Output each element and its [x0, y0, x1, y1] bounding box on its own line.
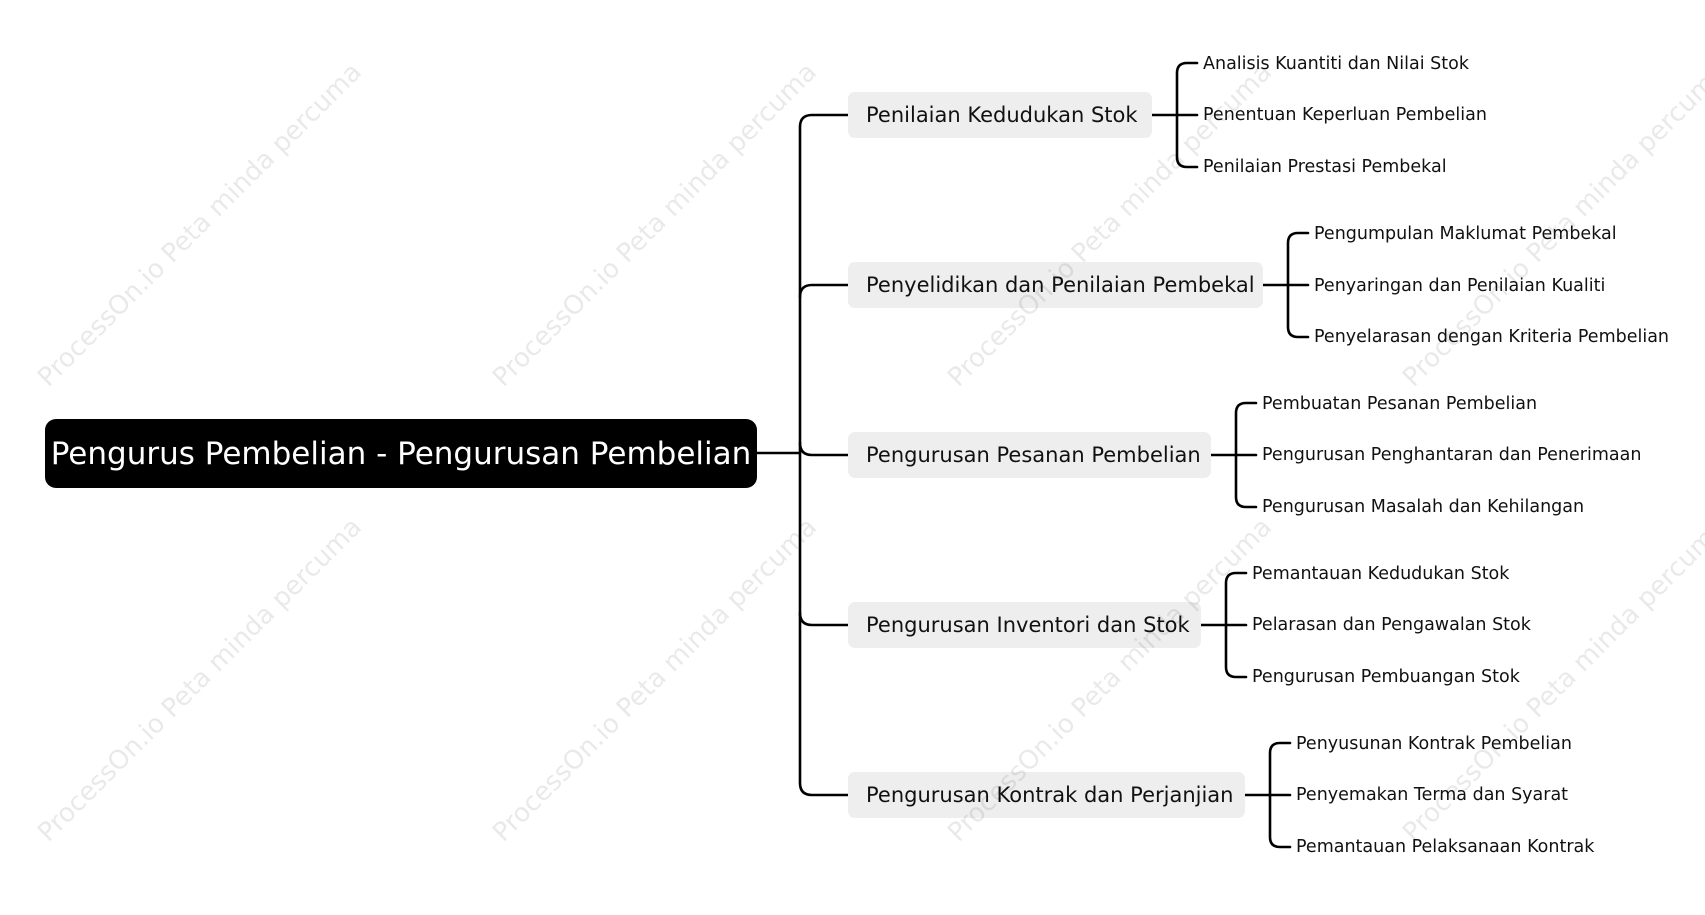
leaf-topic[interactable]: Penyelarasan dengan Kriteria Pembelian: [1314, 327, 1670, 347]
leaf-topic[interactable]: Pemantauan Pelaksanaan Kontrak: [1296, 837, 1595, 857]
branch-topic-pengurusan-inventori-dan-stok[interactable]: Pengurusan Inventori dan Stok: [848, 602, 1201, 648]
leaf-topic[interactable]: Penentuan Keperluan Pembelian: [1203, 105, 1487, 125]
leaf-bracket-line: [1234, 401, 1258, 509]
root-topic[interactable]: Pengurus Pembelian - Pengurusan Pembelia…: [45, 419, 757, 488]
leaf-bracket-line: [1268, 741, 1292, 849]
branch-topic-label: Pengurusan Inventori dan Stok: [866, 613, 1190, 637]
leaf-topic[interactable]: Pemantauan Kedudukan Stok: [1252, 564, 1510, 584]
branch-connector-line: [798, 283, 850, 299]
branch-topic-label: Pengurusan Kontrak dan Perjanjian: [866, 783, 1234, 807]
root-topic-label: Pengurus Pembelian - Pengurusan Pembelia…: [50, 435, 752, 472]
leaf-topic[interactable]: Pengumpulan Maklumat Pembekal: [1314, 224, 1617, 244]
branch-topic-penyelidikan-dan-penilaian-pembekal[interactable]: Penyelidikan dan Penilaian Pembekal: [848, 262, 1263, 308]
branch-connector-line: [798, 611, 850, 627]
branch-topic-label: Pengurusan Pesanan Pembelian: [866, 443, 1201, 467]
leaf-topic[interactable]: Analisis Kuantiti dan Nilai Stok: [1203, 54, 1469, 74]
leaf-topic[interactable]: Pengurusan Pembuangan Stok: [1252, 667, 1520, 687]
trunk-connector-line: [798, 113, 850, 797]
leaf-bracket-line: [1286, 231, 1310, 339]
leaf-bracket-line: [1175, 61, 1199, 169]
leaf-topic[interactable]: Pelarasan dan Pengawalan Stok: [1252, 615, 1531, 635]
branch-topic-penilaian-kedudukan-stok[interactable]: Penilaian Kedudukan Stok: [848, 92, 1152, 138]
branch-topic-pengurusan-kontrak-dan-perjanjian[interactable]: Pengurusan Kontrak dan Perjanjian: [848, 772, 1245, 818]
leaf-topic[interactable]: Penyusunan Kontrak Pembelian: [1296, 734, 1572, 754]
leaf-topic[interactable]: Penilaian Prestasi Pembekal: [1203, 157, 1447, 177]
leaf-bracket-line: [1224, 571, 1248, 679]
leaf-topic[interactable]: Pengurusan Penghantaran dan Penerimaan: [1262, 445, 1642, 465]
branch-topic-pengurusan-pesanan-pembelian[interactable]: Pengurusan Pesanan Pembelian: [848, 432, 1211, 478]
leaf-topic[interactable]: Penyemakan Terma dan Syarat: [1296, 785, 1569, 805]
branch-topic-label: Penilaian Kedudukan Stok: [866, 103, 1138, 127]
leaf-topic[interactable]: Pembuatan Pesanan Pembelian: [1262, 394, 1538, 414]
branch-topic-label: Penyelidikan dan Penilaian Pembekal: [866, 273, 1255, 297]
leaf-topic[interactable]: Penyaringan dan Penilaian Kualiti: [1314, 276, 1606, 296]
branch-connector-line: [798, 441, 850, 457]
leaf-topic[interactable]: Pengurusan Masalah dan Kehilangan: [1262, 497, 1585, 517]
